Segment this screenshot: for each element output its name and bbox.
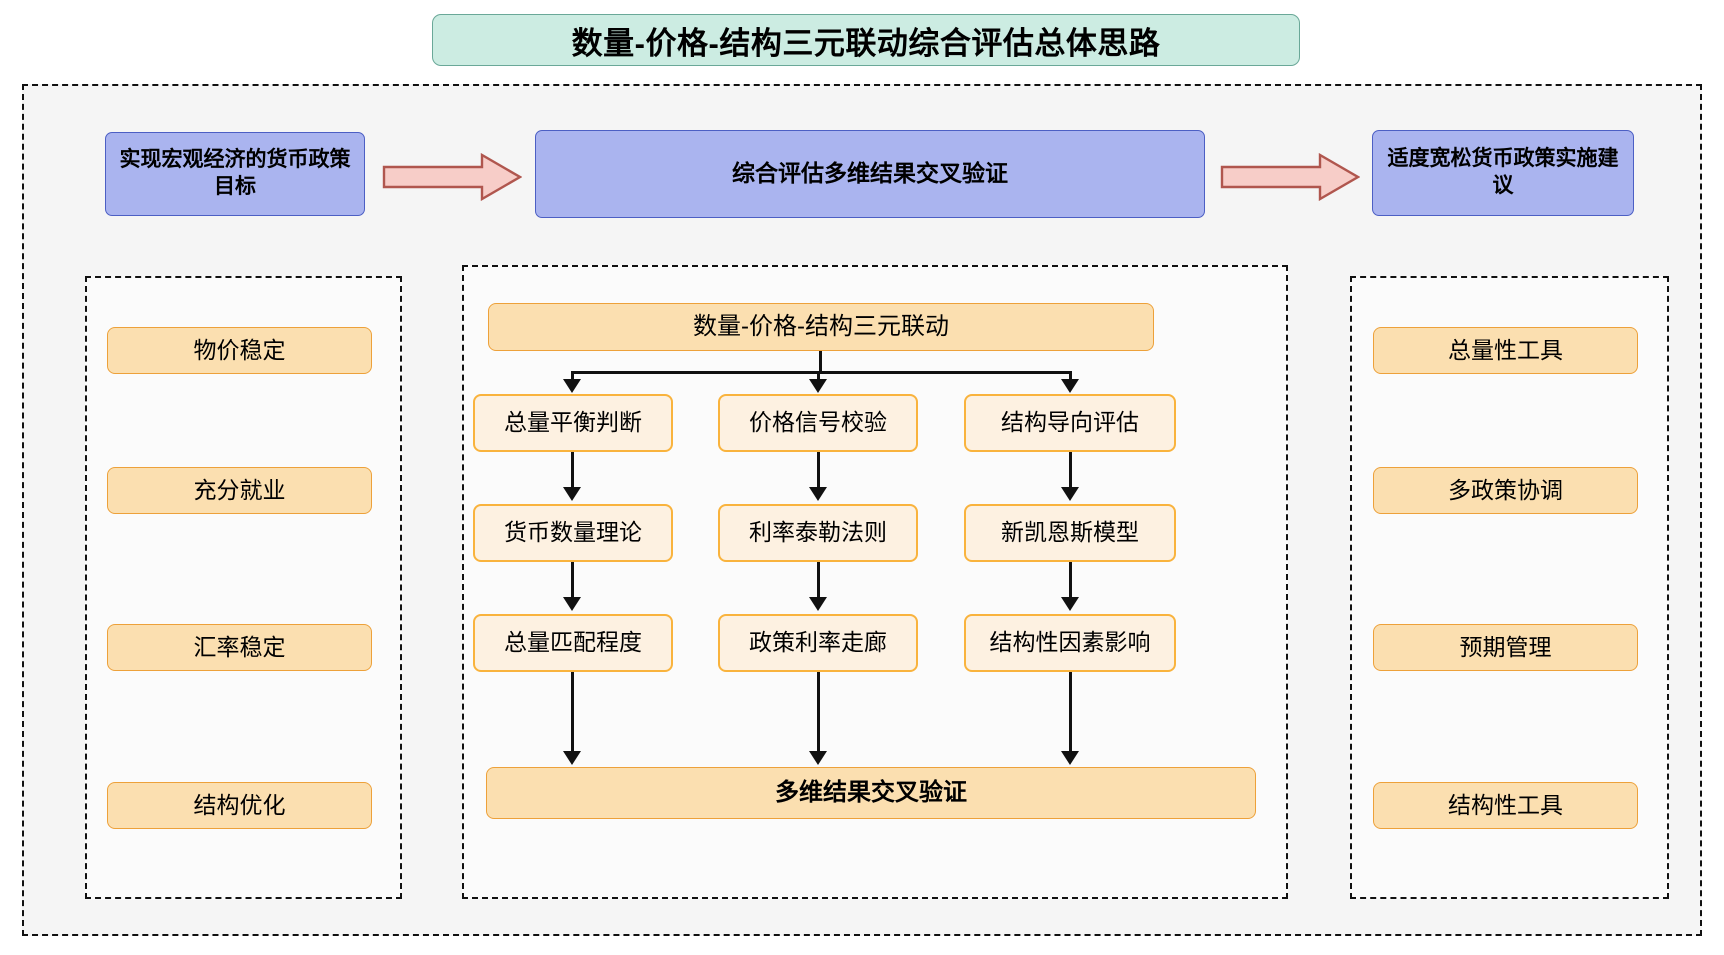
arrowhead-col0-c: [563, 751, 581, 765]
col1-tail-box: 政策利率走廊: [718, 614, 918, 672]
arrowhead-drop-2: [1061, 379, 1079, 393]
right-item-2: 预期管理: [1373, 624, 1638, 671]
left-item-0: 物价稳定: [107, 327, 372, 374]
col2-tail-box: 结构性因素影响: [964, 614, 1176, 672]
connector-col2-b: [1069, 562, 1072, 598]
connector-drop-1: [817, 371, 820, 380]
arrowhead-col2-b: [1061, 597, 1079, 611]
arrowhead-col0-b: [563, 597, 581, 611]
connector-root-stem: [819, 351, 822, 373]
col1-head-box: 价格信号校验: [718, 394, 918, 452]
connector-col0-b: [571, 562, 574, 598]
page-title: 数量-价格-结构三元联动综合评估总体思路: [432, 14, 1300, 66]
connector-col1-a: [817, 452, 820, 488]
col0-mid-box: 货币数量理论: [473, 504, 673, 562]
policy-advice-box: 适度宽松货币政策实施建议: [1372, 130, 1634, 216]
right-item-1: 多政策协调: [1373, 467, 1638, 514]
arrowhead-col1-b: [809, 597, 827, 611]
connector-col0-a: [571, 452, 574, 488]
connector-col2-a: [1069, 452, 1072, 488]
right-block-arrow-icon-2: [1220, 153, 1360, 201]
arrowhead-drop-0: [563, 379, 581, 393]
arrowhead-col1-a: [809, 487, 827, 501]
col0-tail-box: 总量匹配程度: [473, 614, 673, 672]
left-item-2: 汇率稳定: [107, 624, 372, 671]
connector-bus: [571, 371, 1071, 374]
right-block-arrow-icon-1: [382, 153, 522, 201]
connector-col1-b: [817, 562, 820, 598]
col2-mid-box: 新凯恩斯模型: [964, 504, 1176, 562]
right-item-3: 结构性工具: [1373, 782, 1638, 829]
arrowhead-drop-1: [809, 379, 827, 393]
policy-goals-panel: 物价稳定 充分就业 汇率稳定 结构优化: [85, 276, 402, 899]
arrowhead-col0-a: [563, 487, 581, 501]
connector-col1-c: [817, 672, 820, 752]
col1-mid-box: 利率泰勒法则: [718, 504, 918, 562]
col2-head-box: 结构导向评估: [964, 394, 1176, 452]
arrowhead-col1-c: [809, 751, 827, 765]
goal-box: 实现宏观经济的货币政策目标: [105, 132, 365, 216]
policy-tools-panel: 总量性工具 多政策协调 预期管理 结构性工具: [1350, 276, 1669, 899]
col0-head-box: 总量平衡判断: [473, 394, 673, 452]
connector-col0-c: [571, 672, 574, 752]
arrowhead-col2-c: [1061, 751, 1079, 765]
trinity-linkage-panel: 数量-价格-结构三元联动 总量平衡判断 货币数量理论 总量匹配程度 价格信号校验…: [462, 265, 1288, 899]
center-bottom-box: 多维结果交叉验证: [486, 767, 1256, 819]
connector-drop-2: [1069, 371, 1072, 380]
left-item-3: 结构优化: [107, 782, 372, 829]
comprehensive-evaluation-box: 综合评估多维结果交叉验证: [535, 130, 1205, 218]
connector-col2-c: [1069, 672, 1072, 752]
connector-drop-0: [571, 371, 574, 380]
right-item-0: 总量性工具: [1373, 327, 1638, 374]
left-item-1: 充分就业: [107, 467, 372, 514]
page-title-text: 数量-价格-结构三元联动综合评估总体思路: [571, 25, 1161, 61]
arrowhead-col2-a: [1061, 487, 1079, 501]
center-root-box: 数量-价格-结构三元联动: [488, 303, 1154, 351]
